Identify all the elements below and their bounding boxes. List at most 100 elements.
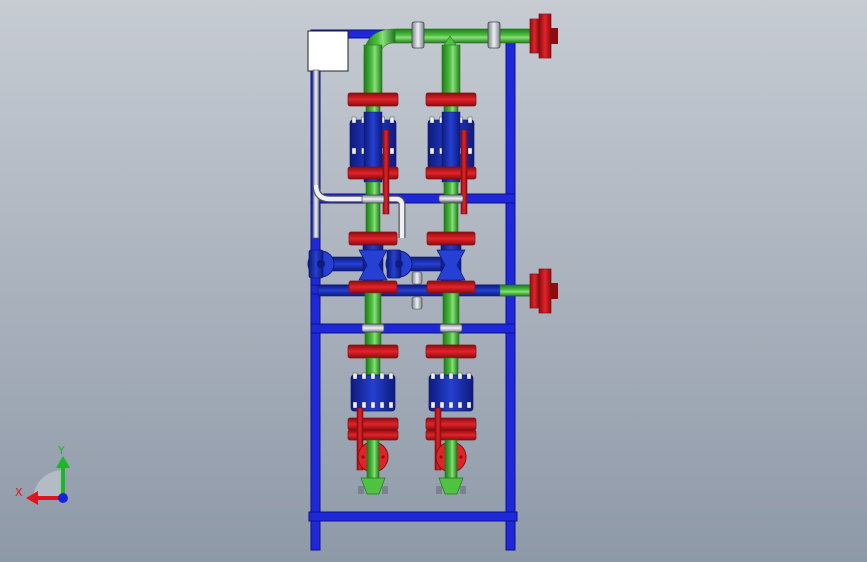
pipe-segment — [365, 181, 381, 237]
flange-bolt — [457, 401, 463, 409]
flange — [347, 417, 399, 431]
drain-foot — [358, 486, 364, 494]
pipe-segment — [364, 292, 382, 346]
flange-bolt — [466, 401, 472, 409]
disc-bolt — [459, 455, 463, 459]
suction-header-stub — [499, 284, 531, 297]
valve-handle — [434, 407, 442, 471]
valve-handle — [460, 129, 468, 215]
pipe-segment — [443, 181, 459, 237]
flange-bolt — [370, 401, 376, 409]
drain-reducer — [438, 477, 464, 495]
valve-handle — [356, 407, 364, 471]
flange-bolt — [388, 372, 394, 380]
flange — [425, 417, 477, 431]
disc-bolt — [361, 455, 365, 459]
conduit-run — [313, 184, 405, 238]
pipe-clamp — [361, 194, 385, 204]
drain-foot — [460, 486, 466, 494]
motor-shaft — [317, 260, 325, 268]
flange-bolt — [439, 372, 445, 380]
pipe-clamp — [411, 296, 423, 310]
pipe-clamp — [487, 21, 501, 49]
frame-beam-base — [308, 511, 518, 522]
flange — [348, 231, 398, 246]
flange-bolt — [379, 401, 385, 409]
valve-handle — [382, 129, 390, 215]
pipe-segment — [366, 439, 380, 481]
flange — [347, 344, 399, 359]
flange — [425, 344, 477, 359]
electrical-conduit — [312, 69, 406, 239]
frame-beam-upper — [310, 193, 516, 204]
flange-bolt — [379, 372, 385, 380]
flange-bolt — [448, 372, 454, 380]
flange-bolt — [361, 401, 367, 409]
axis-y-label: Y — [58, 444, 65, 457]
flange — [425, 429, 477, 441]
flange-bolt — [351, 116, 357, 124]
triad-base — [33, 470, 63, 500]
x-axis-arrow — [26, 491, 38, 505]
frame-beam-lower — [310, 323, 516, 334]
flange — [347, 166, 399, 180]
flange-bolt — [351, 147, 357, 155]
pipe-clamp — [439, 323, 463, 333]
pump-train-1 — [307, 44, 399, 495]
pipe-clamp — [411, 21, 425, 49]
pipe-clamp — [361, 323, 385, 333]
pipe-segment — [365, 357, 381, 376]
flange — [348, 280, 398, 294]
flange-bolt — [389, 147, 395, 155]
y-axis-arrow — [56, 456, 70, 468]
z-axis-dot — [58, 493, 68, 503]
pipe-segment — [444, 439, 458, 481]
pipe-clamp — [411, 271, 423, 285]
nozzle-neck — [551, 283, 558, 299]
motor-shaft — [395, 260, 403, 268]
pipe-clamp — [438, 194, 464, 203]
drain-foot — [382, 486, 388, 494]
flange-bolt — [430, 401, 436, 409]
nozzle-flange — [538, 13, 552, 59]
flange — [425, 92, 477, 107]
flange — [347, 92, 399, 107]
motor-shaft-housing — [408, 256, 442, 272]
suction-nozzle — [529, 268, 558, 314]
nozzle-flange — [529, 18, 540, 54]
pipe-segment — [441, 44, 461, 101]
axis-x-label: X — [15, 486, 23, 499]
flange-bolt — [389, 116, 395, 124]
motor-shaft-housing — [330, 256, 364, 272]
flange — [426, 280, 476, 294]
flange-bolt — [429, 147, 435, 155]
flange-bolt — [457, 372, 463, 380]
flange-bolt — [467, 147, 473, 155]
view-orientation-triad — [26, 456, 70, 505]
conduit-riser — [312, 69, 320, 239]
disc-bolt — [439, 455, 443, 459]
flange-bolt — [388, 401, 394, 409]
flange-bolt — [467, 116, 473, 124]
drain-foot — [436, 486, 442, 494]
nozzle-flange — [538, 268, 552, 314]
nozzle-neck — [551, 28, 558, 44]
flange-bolt — [466, 372, 472, 380]
flange-bolt — [448, 401, 454, 409]
control-cabinet — [307, 30, 349, 72]
flange — [426, 231, 476, 246]
flange-bolt — [370, 372, 376, 380]
pump-train-2 — [385, 44, 477, 495]
flange-bolt — [361, 372, 367, 380]
pipe-segment — [443, 357, 459, 376]
pipe-segment — [442, 292, 460, 346]
nozzle-flange — [529, 273, 540, 309]
pump-volute — [436, 249, 466, 281]
flange-bolt — [430, 372, 436, 380]
flange-bolt — [352, 372, 358, 380]
flange-bolt — [429, 116, 435, 124]
pipe-segment — [363, 44, 383, 101]
discharge-nozzle — [529, 13, 558, 59]
